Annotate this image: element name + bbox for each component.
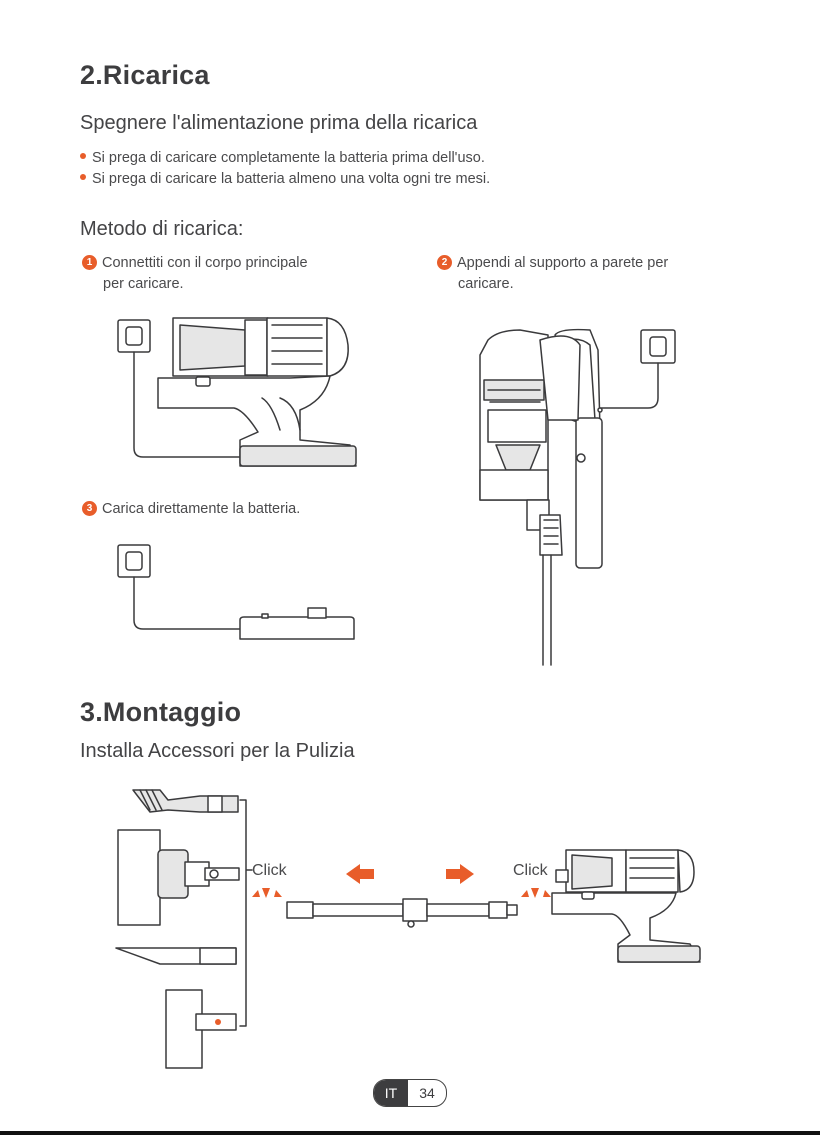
section-subtitle-assembly: Installa Accessori per la Pulizia [80,740,355,762]
bullet-dot-icon [80,174,86,181]
brush-accessories-illustration [115,789,253,1069]
vacuum-wallmount-illustration [479,328,603,666]
wall-outlet-icon [117,544,241,630]
bottom-rule [0,1131,820,1135]
extension-tube-illustration [286,898,518,928]
bullet-list: Si prega di caricare completamente la ba… [80,148,490,190]
section-title-assembly: 3.Montaggio [80,697,242,727]
vacuum-handheld-illustration [157,317,357,467]
wall-outlet-icon [117,319,241,458]
click-marks-icon [252,888,551,898]
wall-outlet-icon [599,329,676,409]
vacuum-handheld-assembly-illustration [551,849,701,963]
click-label-left: Click [252,862,287,879]
bullet-item: Si prega di caricare completamente la ba… [80,148,490,169]
page-footer-badge: IT 34 [373,1079,447,1107]
page-number: 34 [419,1085,435,1101]
bullet-item: Si prega di caricare la batteria almeno … [80,169,490,190]
language-code: IT [374,1080,408,1106]
bullet-dot-icon [80,153,86,160]
step-number-badge: 1 [82,254,97,270]
step-number-badge: 2 [437,254,452,270]
method-title: Metodo di ricarica: [80,218,244,240]
arrow-right-icon [446,864,474,884]
arrow-left-icon [346,864,374,884]
section-subtitle-charge: Spegnere l'alimentazione prima della ric… [80,112,478,134]
battery-charger-illustration [239,607,355,640]
click-label-right: Click [513,862,548,879]
section-title-charge: 2.Ricarica [80,60,210,90]
step-number-badge: 3 [82,500,97,516]
